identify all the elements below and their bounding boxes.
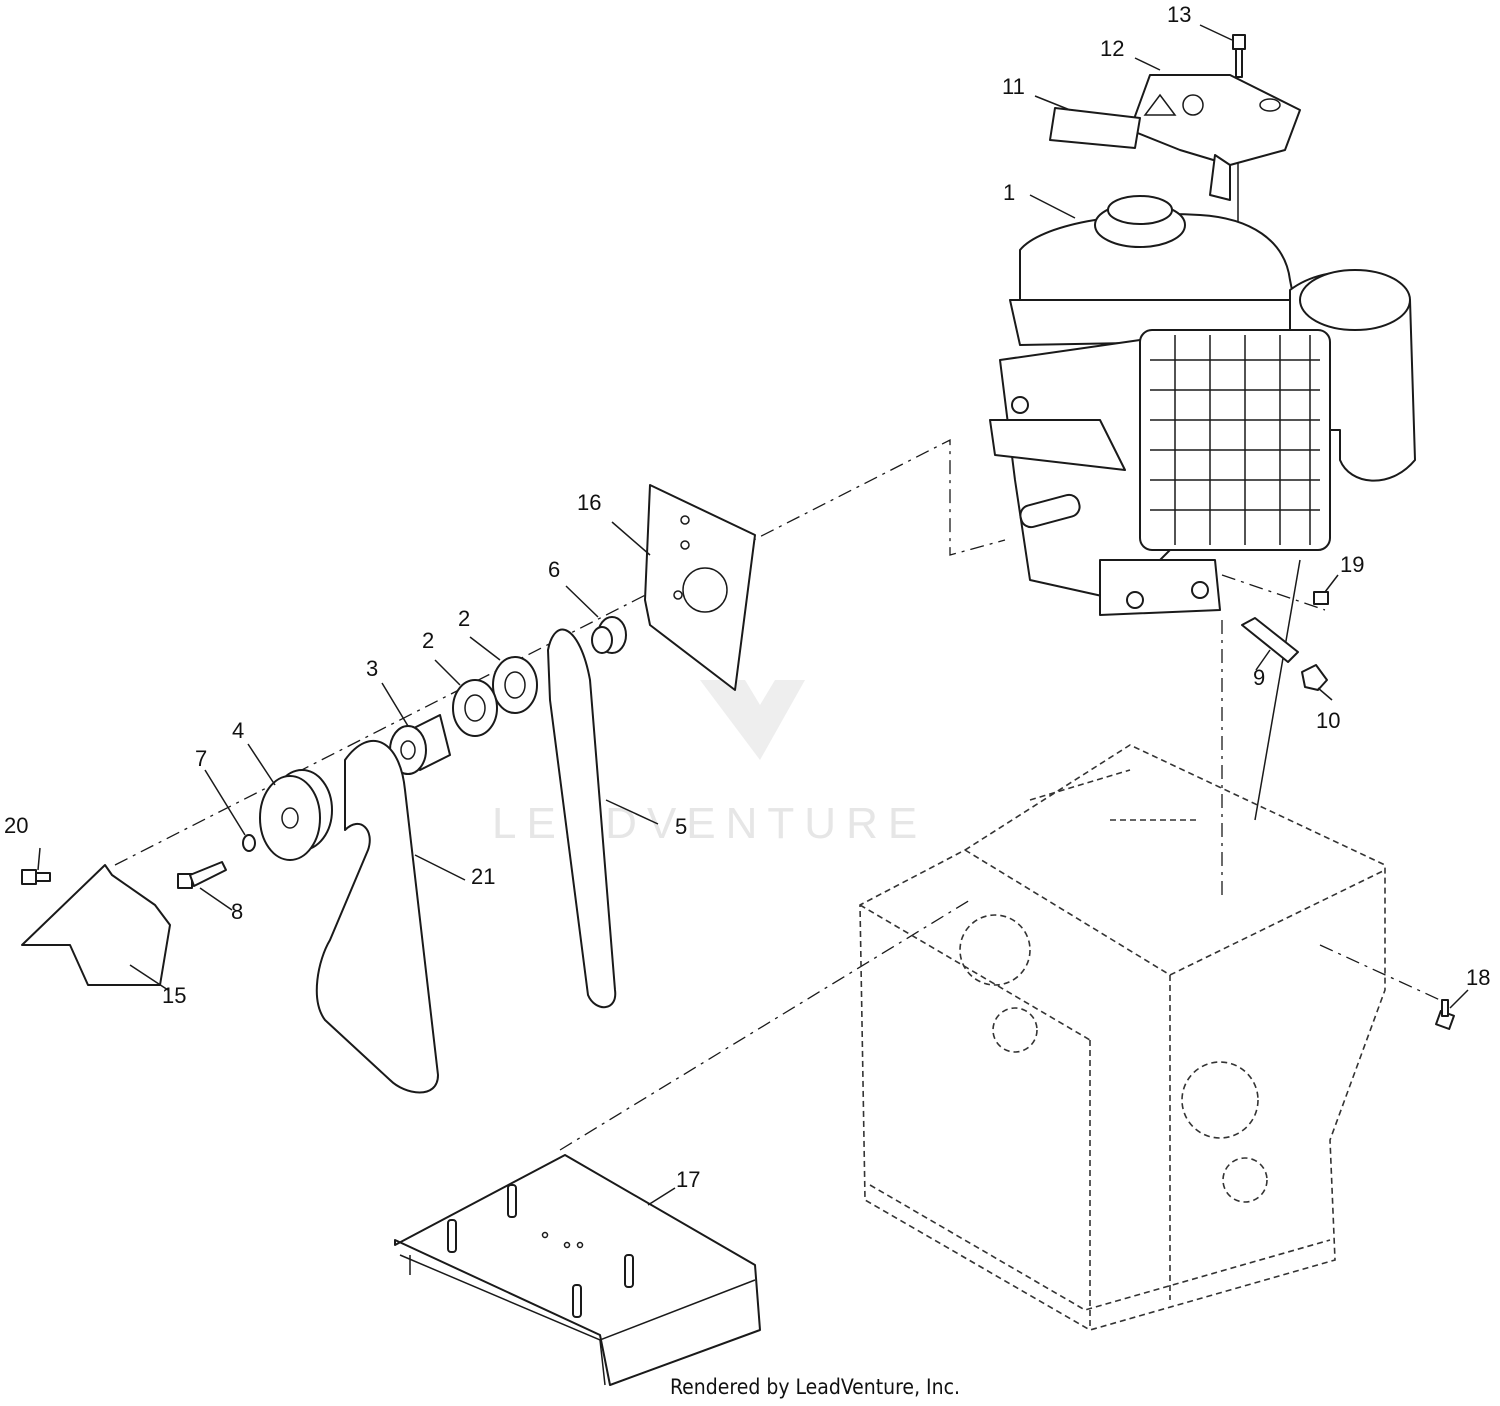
center-line-bracket bbox=[559, 899, 971, 1151]
standoff-9 bbox=[1241, 617, 1299, 663]
spacer-6 bbox=[591, 616, 627, 654]
bearing-2b bbox=[452, 679, 498, 737]
bolt-20 bbox=[21, 869, 51, 885]
callout-16: 16 bbox=[577, 490, 601, 515]
callout-5: 5 bbox=[675, 814, 687, 839]
callout-20: 20 bbox=[4, 813, 28, 838]
bearing-2a bbox=[492, 656, 538, 714]
callout-9: 9 bbox=[1253, 665, 1265, 690]
watermark-text: LEADVENTURE bbox=[492, 799, 927, 848]
engine bbox=[989, 195, 1416, 616]
washer-7 bbox=[242, 834, 256, 852]
belt-5 bbox=[547, 628, 617, 1009]
nut-10 bbox=[1301, 664, 1328, 691]
center-line-pulley bbox=[114, 438, 1006, 866]
engine-mount-plate bbox=[644, 484, 756, 691]
callout-18: 18 bbox=[1466, 965, 1490, 990]
callout-2a: 2 bbox=[422, 628, 434, 653]
callout-15: 15 bbox=[162, 983, 186, 1008]
callout-13: 13 bbox=[1167, 2, 1191, 27]
pulley-4 bbox=[259, 769, 333, 861]
callout-1: 1 bbox=[1003, 180, 1015, 205]
callout-12: 12 bbox=[1100, 36, 1124, 61]
mounting-bracket-17 bbox=[394, 1154, 761, 1386]
callout-11: 11 bbox=[1002, 74, 1025, 99]
engine-to-frame-line bbox=[1254, 559, 1301, 821]
callout-8: 8 bbox=[231, 899, 243, 924]
callout-17: 17 bbox=[676, 1167, 700, 1192]
frame bbox=[859, 744, 1386, 1331]
callout-7: 7 bbox=[195, 746, 207, 771]
center-line-bolt-18 bbox=[1319, 944, 1441, 1001]
callout-21: 21 bbox=[471, 864, 495, 889]
bolt-18 bbox=[1435, 999, 1455, 1030]
callout-2b: 2 bbox=[458, 606, 470, 631]
belt-guard-15 bbox=[21, 864, 171, 986]
callout-3: 3 bbox=[366, 656, 378, 681]
engine-cover bbox=[1129, 74, 1301, 201]
decal bbox=[1049, 107, 1141, 149]
bolt-8 bbox=[177, 861, 227, 889]
bolt-19 bbox=[1313, 591, 1329, 605]
plate-hole bbox=[682, 567, 728, 613]
callout-10: 10 bbox=[1316, 708, 1340, 733]
callout-6: 6 bbox=[548, 557, 560, 582]
callout-19: 19 bbox=[1340, 552, 1364, 577]
belt-21 bbox=[315, 740, 439, 1094]
credit-text: Rendered by LeadVenture, Inc. bbox=[670, 1375, 960, 1399]
center-line-guard bbox=[1221, 574, 1326, 611]
callout-4: 4 bbox=[232, 718, 244, 743]
bolt-13 bbox=[1232, 34, 1246, 78]
leader-lines bbox=[37, 24, 1469, 1206]
